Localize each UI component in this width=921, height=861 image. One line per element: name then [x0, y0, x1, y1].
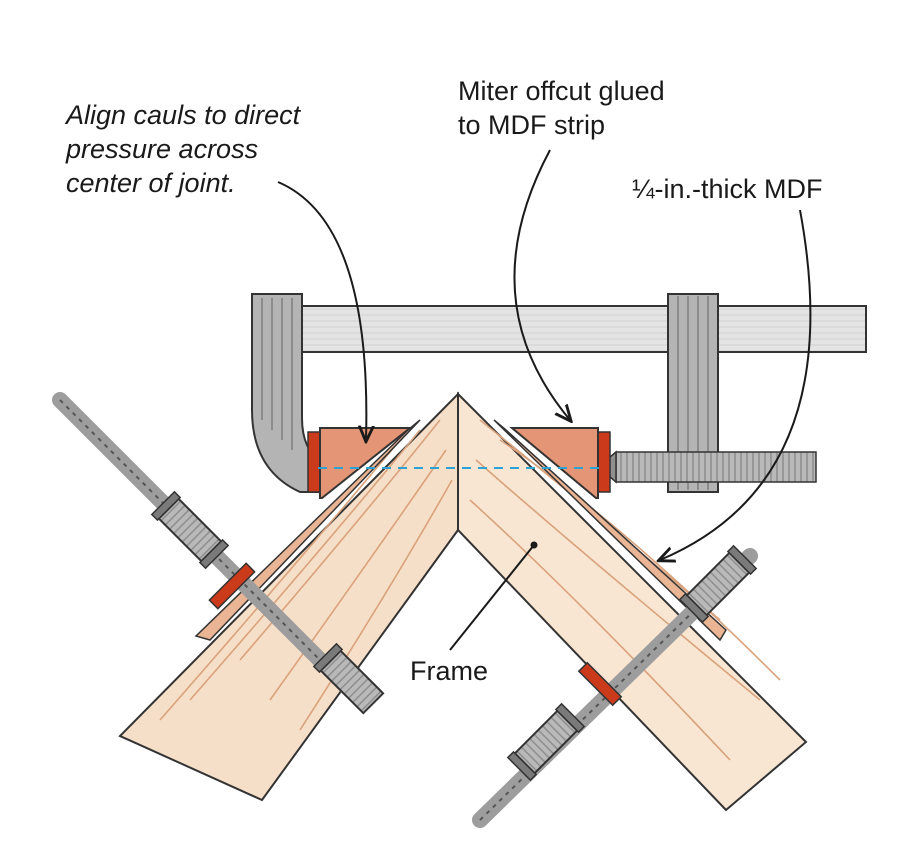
- align-cauls-annotation: Align cauls to direct pressure across ce…: [66, 98, 300, 200]
- frame: [118, 391, 808, 812]
- leader-align-cauls: [277, 181, 366, 440]
- leader-mdf: [660, 209, 812, 560]
- left-caul: [307, 427, 413, 499]
- align-cauls-line-2: pressure across: [66, 134, 259, 164]
- right-pipe-clamp: [472, 544, 758, 828]
- align-cauls-line-1: Align cauls to direct: [66, 100, 301, 130]
- bar-clamp: [251, 293, 867, 493]
- clamp-screw: [615, 451, 817, 483]
- miter-offcut-line-1: Miter offcut glued: [458, 76, 665, 106]
- left-pipe-clamp: [52, 392, 385, 715]
- miter-offcut-annotation: Miter offcut glued to MDF strip: [458, 74, 665, 142]
- frame-label: Frame: [410, 656, 489, 686]
- clamp-fixed-jaw: [251, 293, 323, 493]
- leader-miter-offcut: [513, 149, 570, 420]
- clamp-bar: [299, 305, 867, 353]
- leader-frame-dot: [530, 541, 538, 549]
- mdf-annotation: ¼-in.-thick MDF: [632, 174, 823, 204]
- right-caul: [509, 427, 611, 499]
- align-cauls-line-3: center of joint.: [66, 168, 236, 198]
- miter-offcut-line-2: to MDF strip: [458, 110, 606, 140]
- mdf-strip-right: [493, 419, 727, 642]
- leader-frame: [449, 544, 535, 651]
